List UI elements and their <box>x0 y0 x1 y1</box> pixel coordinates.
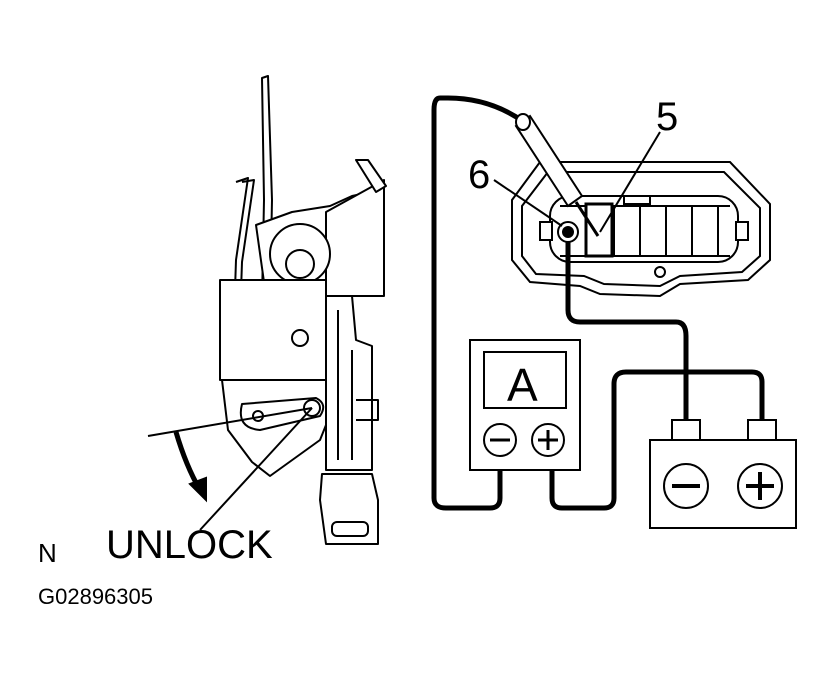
terminal-5-cavity <box>584 202 614 258</box>
terminal-6 <box>557 221 579 243</box>
wire-terminal-6-to-battery-minus <box>565 234 689 420</box>
test-probe <box>514 113 600 237</box>
connector-key-hole <box>654 266 666 278</box>
connector-ear-right <box>735 221 749 241</box>
unlock-swing-indicator <box>147 407 313 531</box>
position-unlock-label: UNLOCK <box>106 523 273 567</box>
lock-bracket-tab <box>355 159 387 193</box>
motor-connector <box>511 161 771 298</box>
lock-side-plate-inner <box>337 310 379 460</box>
leader-5 <box>599 131 661 233</box>
terminal-6-contact <box>562 226 574 238</box>
wire-probe-to-meter-minus <box>431 95 526 511</box>
test-wiring <box>431 95 765 511</box>
neutral-position-line <box>147 407 313 437</box>
ammeter-letter: A <box>507 359 538 411</box>
lock-motor-body <box>219 279 327 381</box>
lock-cam-hub <box>285 249 315 279</box>
probe-tip <box>574 201 600 237</box>
unlock-arrow-head <box>188 476 207 503</box>
pin-6-label: 6 <box>468 153 490 197</box>
lock-side-plate <box>325 295 373 471</box>
callout-leaders <box>493 131 661 233</box>
wire-meter-plus-to-battery-plus <box>549 369 765 511</box>
ammeter-display <box>483 351 567 409</box>
figure-code: G02896305 <box>38 584 153 609</box>
connector-slot <box>331 521 369 537</box>
battery-plus-post <box>747 419 777 441</box>
pin-5-label: 5 <box>656 95 678 139</box>
position-n-label: N <box>38 538 57 568</box>
lock-lower-body <box>221 379 329 477</box>
unlock-position-line <box>199 407 313 531</box>
connector-ear-left <box>539 221 553 241</box>
lock-bracket <box>325 179 385 297</box>
door-lock-assembly <box>219 75 387 545</box>
battery <box>649 419 797 529</box>
battery-minus-post <box>671 419 701 441</box>
leader-6 <box>493 179 563 227</box>
lock-motor-hole <box>291 329 309 347</box>
connector-latch <box>623 195 651 205</box>
probe-cap <box>515 113 531 131</box>
ammeter <box>469 339 581 471</box>
